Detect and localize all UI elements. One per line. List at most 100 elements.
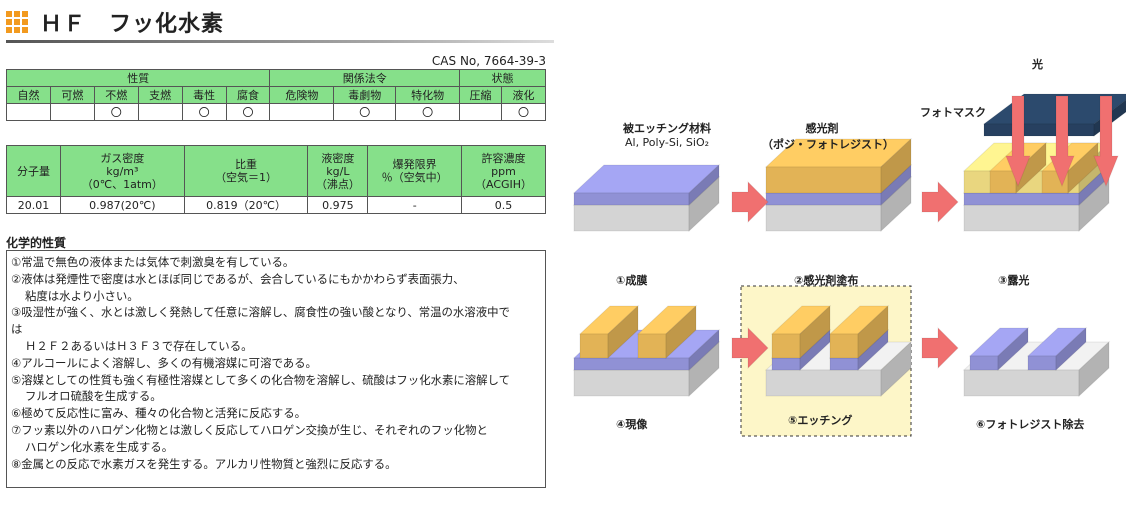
film-pattern-side: [1055, 326, 1087, 372]
grid-icon: [6, 11, 28, 33]
process-arrow: [921, 180, 959, 224]
value-cell: 0.987(20℃): [59, 196, 185, 214]
value-cell: 0.5: [461, 196, 546, 214]
resist-unexposed-side: [1067, 141, 1099, 195]
process-diagram-svg: [572, 93, 1130, 437]
property-cell: 〇: [181, 103, 227, 121]
column-header: 腐食: [225, 86, 271, 104]
column-header: 分子量: [6, 145, 61, 197]
film-pattern-front: [969, 355, 999, 371]
property-cell: [137, 103, 183, 121]
physical-data-table: 分子量ガス密度 kg/m³ （0℃、1atm）比重 （空気＝1）液密度 kg/L…: [6, 145, 546, 214]
property-cell: 〇: [500, 103, 547, 121]
resist-pattern-side: [665, 304, 697, 360]
wafer-layer-front: [573, 204, 690, 232]
film-pattern-front: [771, 357, 801, 371]
properties-table: 性質関係法令状態 自然可燃不燃支燃毒性腐食危険物毒劇物特化物圧縮液化 〇〇〇〇〇…: [5, 69, 547, 121]
column-header: 特化物: [395, 86, 461, 104]
column-header: 圧縮: [459, 86, 502, 104]
value-cell: 20.01: [6, 196, 61, 214]
step-label: ①成膜: [616, 274, 648, 287]
wafer-layer-front: [963, 204, 1080, 232]
resist-layer-side: [880, 137, 912, 195]
value-cell: 0.975: [307, 196, 369, 214]
step-label: ③露光: [998, 274, 1030, 287]
property-line: ④アルコールによく溶解し、多くの有機溶媒に可溶である。: [11, 355, 317, 370]
column-header: 危険物: [269, 86, 335, 104]
property-cell: 〇: [225, 103, 271, 121]
resist-pattern-side: [857, 304, 889, 360]
film-layer-side: [688, 163, 720, 207]
column-header: 比重 （空気＝1）: [183, 145, 309, 197]
light-label: 光: [1032, 58, 1043, 71]
column-header: 毒性: [181, 86, 227, 104]
step-label: ⑤エッチング: [788, 414, 853, 427]
film-layer-front: [765, 192, 882, 206]
cas-number: CAS No, 7664-39-3: [431, 54, 546, 68]
process-arrow: [921, 326, 959, 370]
wafer-layer-front: [573, 369, 690, 397]
light-arrow: [1049, 95, 1075, 188]
group-header: 関係法令: [269, 69, 461, 87]
step-label: ②感光剤塗布: [794, 274, 859, 287]
column-header: 支燃: [137, 86, 183, 104]
resist-pattern-front: [829, 333, 859, 359]
resist-pattern-front: [579, 333, 609, 359]
wafer-layer-front: [765, 204, 882, 232]
column-header: 液化: [500, 86, 547, 104]
group-header: 性質: [5, 69, 271, 87]
property-line: ハロゲン化水素を生成する。: [25, 439, 174, 454]
wafer-layer-side: [1078, 340, 1110, 398]
resist-pattern-side: [799, 304, 831, 360]
process-arrow: [731, 180, 769, 224]
property-line: ⑤溶媒としての性質も強く有極性溶媒として多くの化合物を溶解し、硫酸はフッ化水素に…: [11, 372, 510, 387]
chemical-properties-box: ①常温で無色の液体または気体で刺激臭を有している。 ②液体は発煙性で密度は水とほぼ…: [6, 250, 546, 488]
step-label: ⑥フォトレジスト除去: [976, 418, 1085, 431]
column-header: 毒劇物: [333, 86, 397, 104]
resist-pattern-front: [637, 333, 667, 359]
column-header: ガス密度 kg/m³ （0℃、1atm）: [59, 145, 185, 197]
column-header: 許容濃度 ppm （ACGIH）: [461, 145, 546, 197]
column-header: 自然: [6, 86, 51, 104]
resist-layer-front: [765, 166, 882, 194]
property-cell: [459, 103, 502, 121]
property-cell: 〇: [93, 103, 139, 121]
film-pattern-front: [1027, 355, 1057, 371]
wafer-layer-front: [765, 369, 882, 397]
wafer-layer-front: [963, 369, 1080, 397]
resist-pattern-side: [607, 304, 639, 360]
film-layer-front: [573, 192, 690, 206]
film-pattern-front: [829, 357, 859, 371]
film-layer-side: [688, 328, 720, 372]
group-header: 状態: [459, 69, 546, 87]
property-line: ⑥極めて反応性に富み、種々の化合物と活発に反応する。: [11, 406, 306, 421]
property-line: フルオロ硫酸を生成する。: [25, 389, 162, 404]
film-pattern-side: [997, 326, 1029, 372]
property-line: ⑦フッ素以外のハロゲン化物とは激しく反応してハロゲン交換が生じ、それぞれのフッ化…: [11, 422, 488, 437]
property-line: 粘度は水より小さい。: [25, 288, 139, 303]
light-arrow: [1093, 95, 1119, 188]
property-cell: [269, 103, 335, 121]
photomask-front: [983, 123, 1095, 137]
property-line: は: [11, 322, 23, 337]
property-cell: 〇: [395, 103, 461, 121]
property-cell: [49, 103, 95, 121]
film-layer-front: [963, 192, 1080, 206]
value-cell: -: [367, 196, 463, 214]
column-header: 可燃: [49, 86, 95, 104]
column-header: 不燃: [93, 86, 139, 104]
resist-unexposed-front: [989, 170, 1017, 194]
light-arrow: [1005, 95, 1031, 188]
property-line: ②液体は発煙性で密度は水とほぼ同じであるが、会合しているにもかかわらず表面張力、: [11, 271, 465, 286]
property-line: ⑧金属との反応で水素ガスを発生する。アルカリ性物質と強烈に反応する。: [11, 456, 397, 471]
step-label: ④現像: [616, 418, 648, 431]
property-line: Ｈ２Ｆ２あるいはＨ３Ｆ３で存在している。: [25, 338, 253, 353]
film-layer-front: [573, 357, 690, 371]
property-line: ①常温で無色の液体または気体で刺激臭を有している。: [11, 255, 295, 269]
wafer-label: Siウェーハ: [588, 246, 637, 257]
title-bar: ＨＦ フッ化水素: [6, 4, 554, 44]
title-underline: [6, 40, 554, 43]
property-cell: 〇: [333, 103, 397, 121]
